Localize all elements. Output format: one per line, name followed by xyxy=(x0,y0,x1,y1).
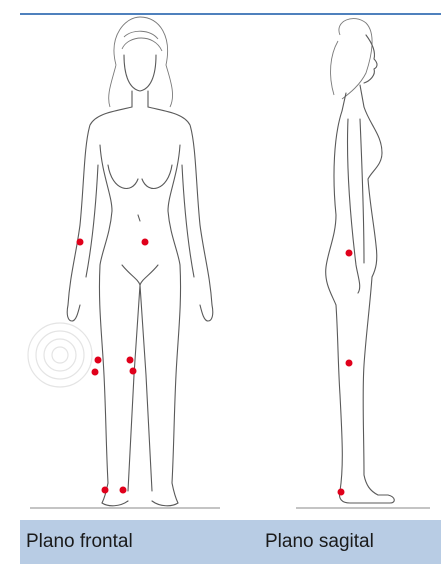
marker-frontal-knee-left-1 xyxy=(95,357,102,364)
marker-frontal-knee-left-2 xyxy=(92,369,99,376)
caption-frontal-plane: Plano frontal xyxy=(26,531,133,553)
marker-sagittal-hip xyxy=(346,250,353,257)
marker-frontal-ankle-right xyxy=(120,487,127,494)
marker-sagittal-knee xyxy=(346,360,353,367)
watermark-swirl xyxy=(28,323,92,387)
marker-frontal-hip-left xyxy=(77,239,84,246)
sagittal-figure xyxy=(296,19,430,508)
marker-frontal-knee-right-1 xyxy=(127,357,134,364)
caption-sagittal-plane: Plano sagital xyxy=(265,531,374,553)
frontal-figure xyxy=(30,17,220,508)
body-planes-figure xyxy=(20,15,441,520)
caption-row: Plano frontal Plano sagital xyxy=(20,520,441,564)
marker-sagittal-ankle xyxy=(338,489,345,496)
marker-frontal-knee-right-2 xyxy=(130,368,137,375)
marker-frontal-ankle-left xyxy=(102,487,109,494)
marker-frontal-hip-right xyxy=(142,239,149,246)
